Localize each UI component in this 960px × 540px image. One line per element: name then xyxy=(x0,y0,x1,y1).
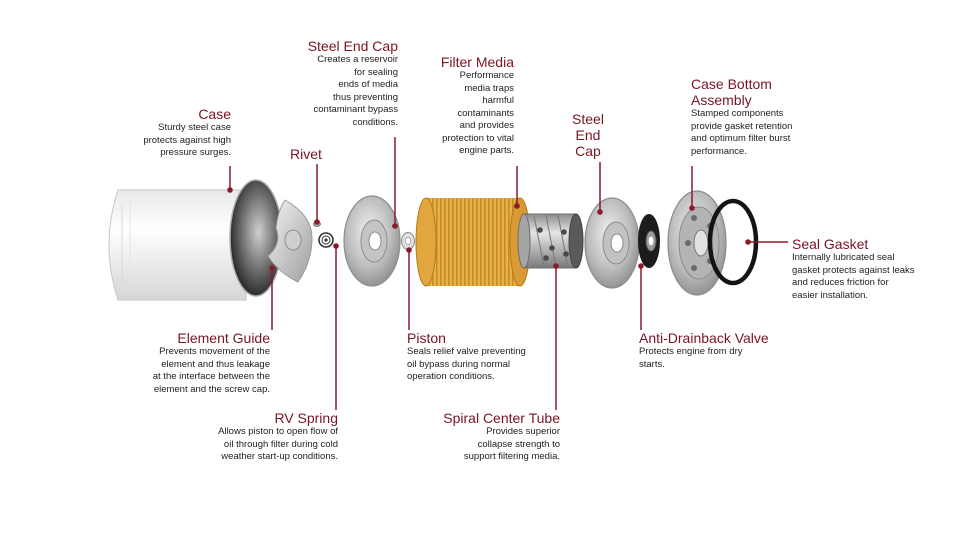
anti-drainback-valve-desc-2: starts. xyxy=(639,358,665,370)
steel-end-cap-1-part xyxy=(343,195,401,287)
steel-end-cap-1-label: Steel End Cap Creates a reservoir for se… xyxy=(308,38,398,129)
case-bottom-desc-3: and optimum filter burst xyxy=(691,133,791,144)
seal-gasket-desc-2: gasket protects against leaks xyxy=(792,264,915,276)
anti-drainback-valve-title: Anti-Drainback Valve xyxy=(639,330,769,346)
seal-gasket-title: Seal Gasket xyxy=(792,236,869,252)
rivet-label: Rivet xyxy=(290,146,322,162)
case-bottom-desc-4: performance. xyxy=(691,145,747,157)
steel-end-cap-1-desc-3: ends of media xyxy=(338,79,398,90)
steel-end-cap-2-label: Steel End Cap xyxy=(568,111,608,159)
filter-media-desc-7: engine parts. xyxy=(459,145,514,156)
steel-end-cap-1-desc-1: Creates a reservoir xyxy=(317,54,398,65)
leader-dots xyxy=(227,187,751,271)
case-bottom-title-1: Case Bottom xyxy=(691,76,772,92)
filter-media-label: Filter Media Performance media traps har… xyxy=(441,54,514,158)
spiral-center-tube-label: Spiral Center Tube Provides superior col… xyxy=(443,410,560,464)
element-guide-desc-4: element and the screw cap. xyxy=(153,383,270,395)
case-bottom-assembly-part xyxy=(667,190,727,296)
piston-label: Piston Seals relief valve preventing oil… xyxy=(407,330,526,384)
case-title: Case xyxy=(198,106,231,122)
spiral-center-tube-part xyxy=(517,213,584,269)
case-bottom-desc-1: Stamped components xyxy=(691,108,784,119)
case-bottom-desc-2: provide gasket retention xyxy=(691,120,793,132)
steel-end-cap-2-title-3: Cap xyxy=(575,143,601,159)
seal-gasket-desc-1: Internally lubricated seal xyxy=(792,252,895,263)
case-desc-2: protects against high xyxy=(143,134,231,146)
piston-desc-1: Seals relief valve preventing xyxy=(407,346,526,357)
seal-gasket-desc-3: and reduces friction for xyxy=(792,277,889,288)
filter-media-desc-1: Performance xyxy=(459,70,514,81)
case-part xyxy=(108,179,283,301)
rv-spring-desc-3: weather start-up conditions. xyxy=(221,451,338,462)
steel-end-cap-1-title: Steel End Cap xyxy=(307,38,398,54)
steel-end-cap-2-part xyxy=(584,197,640,289)
case-bottom-title-2: Assembly xyxy=(691,92,752,108)
anti-drainback-valve-desc-1: Protects engine from dry xyxy=(639,346,743,357)
steel-end-cap-1-desc-4: thus preventing xyxy=(333,91,398,103)
anti-drainback-valve-part xyxy=(638,214,660,268)
filter-media-desc-6: protection to vital xyxy=(442,132,514,144)
case-label: Case Sturdy steel case protects against … xyxy=(143,106,231,160)
piston-part xyxy=(401,232,415,250)
case-desc-1: Sturdy steel case xyxy=(158,122,231,133)
rv-spring-label: RV Spring Allows piston to open flow of … xyxy=(218,410,338,464)
case-desc-3: pressure surges. xyxy=(160,147,231,158)
rv-spring-title: RV Spring xyxy=(274,410,338,426)
steel-end-cap-1-desc-2: for sealing xyxy=(354,66,398,78)
seal-gasket-desc-4: easier installation. xyxy=(792,289,869,301)
rivet-title: Rivet xyxy=(290,146,322,162)
element-guide-part xyxy=(267,199,313,283)
steel-end-cap-1-desc-5: contaminant bypass xyxy=(313,104,399,115)
element-guide-desc-3: at the interface between the xyxy=(152,371,270,382)
seal-gasket-label: Seal Gasket Internally lubricated seal g… xyxy=(792,236,915,302)
steel-end-cap-2-title-1: Steel xyxy=(572,111,604,127)
spiral-center-tube-desc-1: Provides superior xyxy=(486,426,560,437)
rv-spring-desc-1: Allows piston to open flow of xyxy=(218,426,338,437)
filter-media-part xyxy=(415,197,531,287)
steel-end-cap-1-desc-6: conditions. xyxy=(352,116,398,128)
rv-spring-part xyxy=(318,232,334,248)
filter-media-desc-5: and provides xyxy=(459,120,514,131)
steel-end-cap-2-title-2: End xyxy=(575,127,601,143)
element-guide-label: Element Guide Prevents movement of the e… xyxy=(153,330,270,396)
element-guide-title: Element Guide xyxy=(177,330,270,346)
spiral-center-tube-desc-3: support filtering media. xyxy=(463,451,560,462)
filter-media-desc-4: contaminants xyxy=(457,107,514,119)
piston-desc-3: operation conditions. xyxy=(407,371,495,382)
piston-title: Piston xyxy=(407,330,446,346)
element-guide-desc-1: Prevents movement of the xyxy=(159,346,270,357)
filter-media-desc-3: harmful xyxy=(482,95,514,106)
spiral-center-tube-desc-2: collapse strength to xyxy=(477,438,560,450)
filter-media-desc-2: media traps xyxy=(464,82,514,94)
anti-drainback-valve-label: Anti-Drainback Valve Protects engine fro… xyxy=(639,330,769,371)
rv-spring-desc-2: oil through filter during cold xyxy=(223,438,338,450)
case-bottom-assembly-label: Case Bottom Assembly Stamped components … xyxy=(691,76,792,158)
piston-desc-2: oil bypass during normal xyxy=(407,358,510,370)
leader-lines xyxy=(229,137,788,410)
spiral-center-tube-title: Spiral Center Tube xyxy=(443,410,560,426)
filter-media-title: Filter Media xyxy=(440,54,514,70)
element-guide-desc-2: element and thus leakage xyxy=(161,358,270,370)
